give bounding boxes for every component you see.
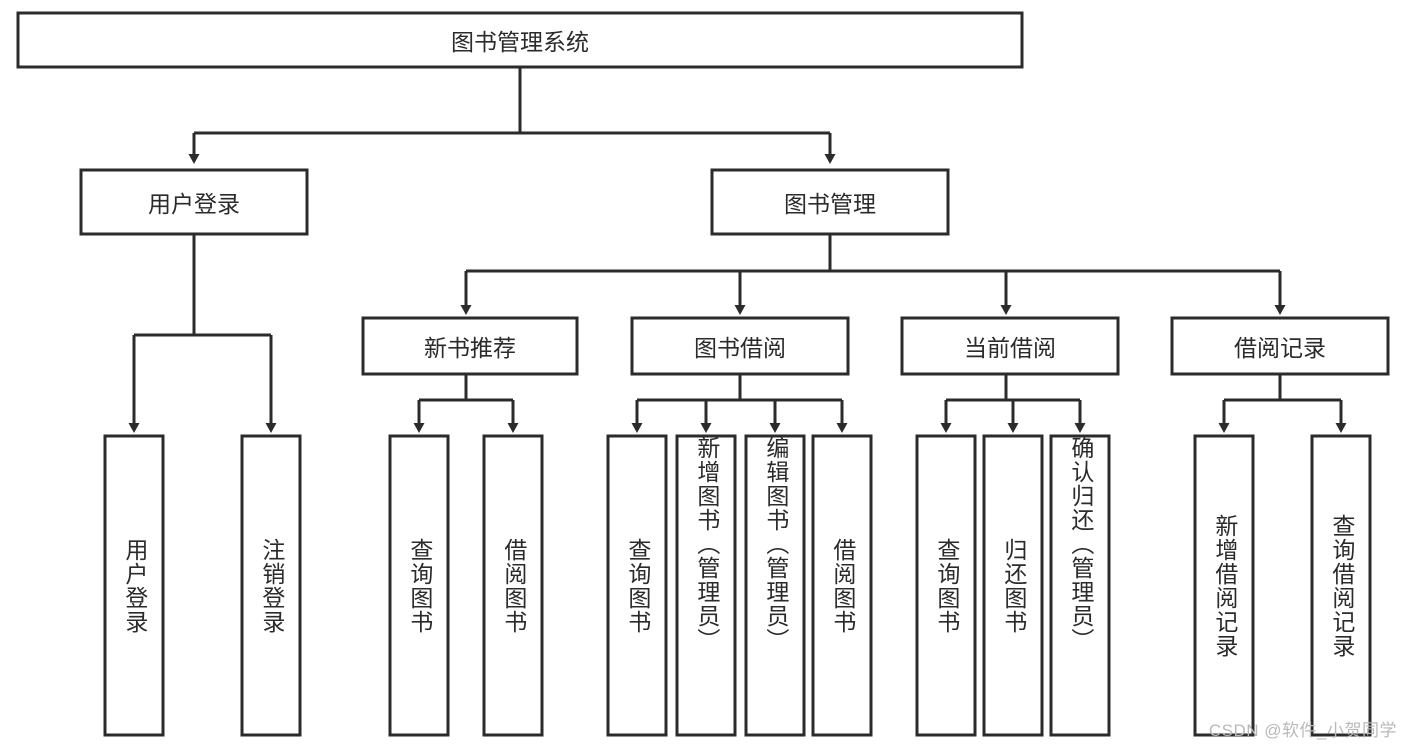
leaf-label-query-book-current: 查询图书 bbox=[917, 436, 975, 735]
label-user-login: 用户登录 bbox=[148, 191, 240, 217]
label-book-borrow: 图书借阅 bbox=[694, 335, 786, 361]
node-current-borrow-box[interactable] bbox=[900, 316, 1120, 376]
vertical-text: 查询借阅记录 bbox=[1328, 513, 1355, 658]
leaf-box-confirm-return-admin[interactable] bbox=[1049, 434, 1111, 737]
node-book-management-box[interactable] bbox=[710, 168, 950, 236]
node-borrow-record-box[interactable] bbox=[1170, 316, 1390, 376]
leaf-label-borrow-book-new: 借阅图书 bbox=[484, 436, 542, 735]
leaf-label-confirm-return-admin: 确认归还（管理员） bbox=[1051, 436, 1109, 735]
vertical-text: 确认归还（管理员） bbox=[1067, 436, 1094, 652]
label-root: 图书管理系统 bbox=[451, 29, 589, 55]
vertical-text: 借阅图书 bbox=[829, 537, 856, 634]
leaf-label-query-book-borrow: 查询图书 bbox=[608, 436, 666, 735]
label-borrow-record: 借阅记录 bbox=[1234, 335, 1326, 361]
node-book-borrow-box[interactable] bbox=[630, 316, 850, 376]
vertical-text: 查询图书 bbox=[624, 537, 651, 634]
label-current-borrow: 当前借阅 bbox=[964, 335, 1056, 361]
leaf-label-edit-book-admin: 编辑图书（管理员） bbox=[746, 436, 804, 735]
label-book-management: 图书管理 bbox=[784, 191, 876, 217]
leaf-label-query-borrow-record: 查询借阅记录 bbox=[1312, 436, 1370, 735]
leaf-label-user-login: 用户登录 bbox=[105, 436, 163, 735]
vertical-text: 注销登录 bbox=[258, 537, 285, 634]
leaf-box-return-book[interactable] bbox=[982, 434, 1044, 737]
vertical-text: 用户登录 bbox=[121, 537, 148, 634]
leaf-box-logout[interactable] bbox=[240, 434, 302, 737]
leaf-label-add-book-admin: 新增图书（管理员） bbox=[677, 436, 735, 735]
leaf-label-add-borrow-record: 新增借阅记录 bbox=[1195, 436, 1253, 735]
leaf-label-borrow-book: 借阅图书 bbox=[813, 436, 871, 735]
vertical-text: 编辑图书（管理员） bbox=[762, 436, 789, 652]
leaf-box-query-book-new[interactable] bbox=[388, 434, 450, 737]
vertical-text: 借阅图书 bbox=[500, 537, 527, 634]
leaf-label-return-book: 归还图书 bbox=[984, 436, 1042, 735]
leaf-box-edit-book-admin[interactable] bbox=[744, 434, 806, 737]
leaf-box-query-book-borrow[interactable] bbox=[606, 434, 668, 737]
leaf-box-borrow-book-new[interactable] bbox=[482, 434, 544, 737]
leaf-label-query-book-new: 查询图书 bbox=[390, 436, 448, 735]
leaf-box-query-borrow-record[interactable] bbox=[1310, 434, 1372, 737]
vertical-text: 新增借阅记录 bbox=[1211, 513, 1238, 658]
vertical-text: 新增图书（管理员） bbox=[693, 436, 720, 652]
label-new-book: 新书推荐 bbox=[424, 335, 516, 361]
leaf-box-add-borrow-record[interactable] bbox=[1193, 434, 1255, 737]
leaf-label-logout: 注销登录 bbox=[242, 436, 300, 735]
leaf-box-query-book-current[interactable] bbox=[915, 434, 977, 737]
node-new-book-box[interactable] bbox=[361, 316, 579, 376]
leaf-box-add-book-admin[interactable] bbox=[675, 434, 737, 737]
vertical-text: 归还图书 bbox=[1000, 537, 1027, 634]
vertical-text: 查询图书 bbox=[406, 537, 433, 634]
node-root-box[interactable] bbox=[16, 11, 1024, 69]
leaf-box-borrow-book[interactable] bbox=[811, 434, 873, 737]
vertical-text: 查询图书 bbox=[933, 537, 960, 634]
leaf-box-user-login[interactable] bbox=[103, 434, 165, 737]
csdn-watermark: CSDN @软件_小贺同学 bbox=[1208, 721, 1397, 740]
